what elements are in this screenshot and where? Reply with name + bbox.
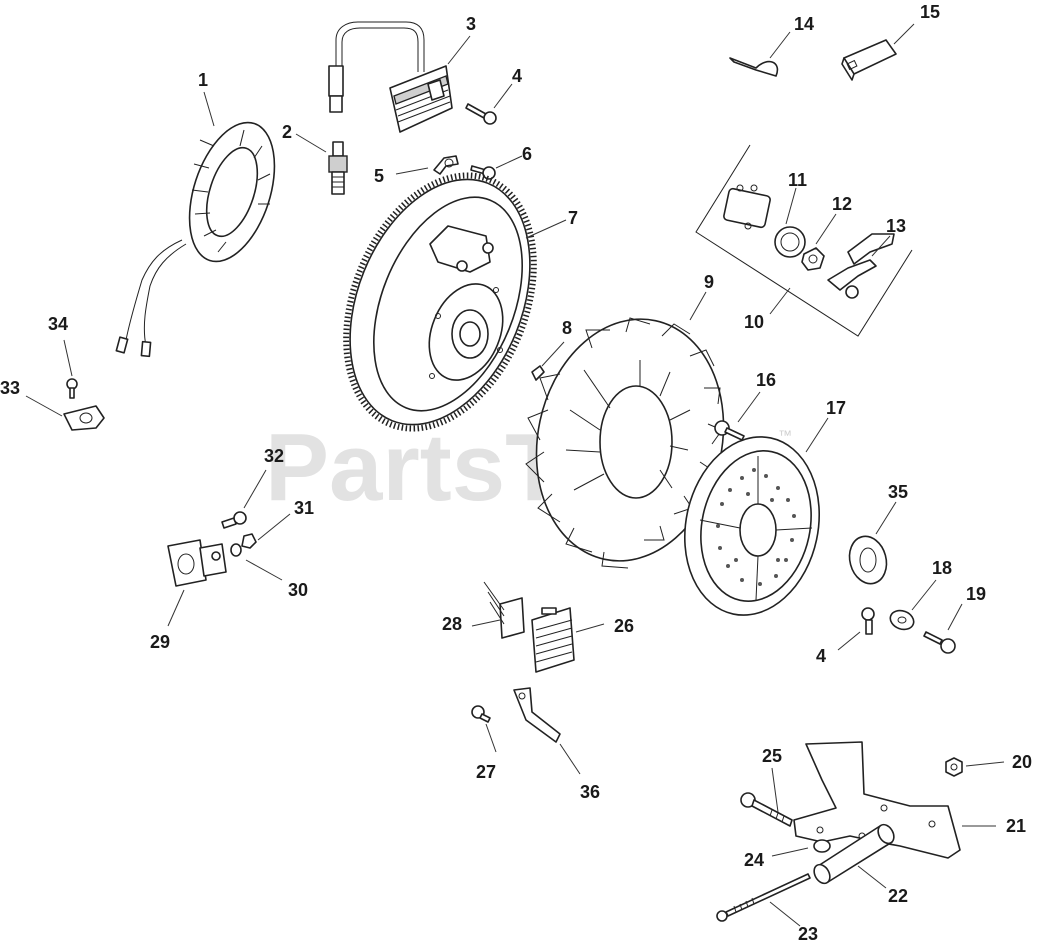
callout-16: 16 — [756, 370, 776, 390]
part-long-bolt — [716, 873, 811, 922]
callout-31: 31 — [294, 498, 314, 518]
leader-lines — [25, 23, 1005, 927]
callout-18: 18 — [932, 558, 952, 578]
part-washer-24 — [813, 839, 831, 853]
part-fan — [525, 317, 725, 569]
part-screw-32 — [221, 511, 247, 529]
callout-numbers: 1 2 3 4 5 6 7 8 9 10 11 12 13 14 15 16 1… — [0, 2, 1032, 944]
part-terminal-boot — [841, 39, 897, 81]
part-rotating-screen — [683, 436, 821, 616]
part-washer-18 — [889, 609, 915, 631]
part-screw-top — [465, 103, 497, 125]
part-key — [531, 365, 545, 381]
callout-22: 22 — [888, 886, 908, 906]
callout-21: 21 — [1006, 816, 1026, 836]
callout-1: 1 — [198, 70, 208, 90]
callout-15: 15 — [920, 2, 940, 22]
callout-30: 30 — [288, 580, 308, 600]
callout-2: 2 — [282, 122, 292, 142]
callout-10: 10 — [744, 312, 764, 332]
part-bolt-16 — [714, 420, 745, 441]
callout-11: 11 — [788, 170, 807, 190]
callout-33: 33 — [0, 378, 20, 398]
watermark-trademark: ™ — [778, 427, 792, 443]
callout-6: 6 — [522, 144, 532, 164]
callout-14: 14 — [794, 14, 814, 34]
part-ignition-module — [328, 21, 453, 133]
callout-29: 29 — [150, 632, 170, 652]
part-clamp — [433, 155, 459, 175]
callout-12: 12 — [832, 194, 852, 214]
callout-4b: 4 — [816, 646, 826, 666]
callout-13: 13 — [886, 216, 906, 236]
callout-9: 9 — [704, 272, 714, 292]
callout-35: 35 — [888, 482, 908, 502]
part-screw-34 — [66, 378, 78, 399]
callout-5: 5 — [374, 166, 384, 186]
part-washer-30 — [230, 543, 242, 557]
callout-25: 25 — [762, 746, 782, 766]
part-oil-sensor — [167, 539, 227, 587]
callout-36: 36 — [580, 782, 600, 802]
part-nut-20 — [945, 757, 963, 777]
part-connector — [483, 581, 525, 639]
part-spark-plug — [328, 141, 348, 195]
callout-19: 19 — [966, 584, 986, 604]
part-clamp-33 — [63, 405, 105, 431]
callout-8: 8 — [562, 318, 572, 338]
part-retainer — [848, 535, 888, 585]
callout-23: 23 — [798, 924, 818, 944]
callout-27: 27 — [476, 762, 496, 782]
part-rectifier — [531, 607, 575, 673]
part-bracket-strip — [513, 687, 561, 743]
part-screw-27 — [471, 705, 491, 723]
callout-28: 28 — [442, 614, 462, 634]
callout-7: 7 — [568, 208, 578, 228]
part-bolt-19 — [923, 631, 956, 654]
callout-20: 20 — [1012, 752, 1032, 772]
callout-3: 3 — [466, 14, 476, 34]
callout-32: 32 — [264, 446, 284, 466]
part-nut-31 — [241, 533, 257, 549]
callout-24: 24 — [744, 850, 764, 870]
part-wire-clip — [729, 57, 779, 77]
part-spacer-tube — [813, 823, 895, 885]
callout-26: 26 — [614, 616, 634, 636]
part-bolt-25 — [740, 792, 793, 827]
callout-17: 17 — [826, 398, 846, 418]
part-screw-lower — [861, 607, 875, 635]
part-screw-6 — [470, 165, 496, 180]
callout-34: 34 — [48, 314, 68, 334]
part-key-switch-assembly — [695, 144, 913, 337]
part-stator — [115, 121, 276, 358]
callout-4: 4 — [512, 66, 522, 86]
part-flywheel — [343, 172, 537, 432]
